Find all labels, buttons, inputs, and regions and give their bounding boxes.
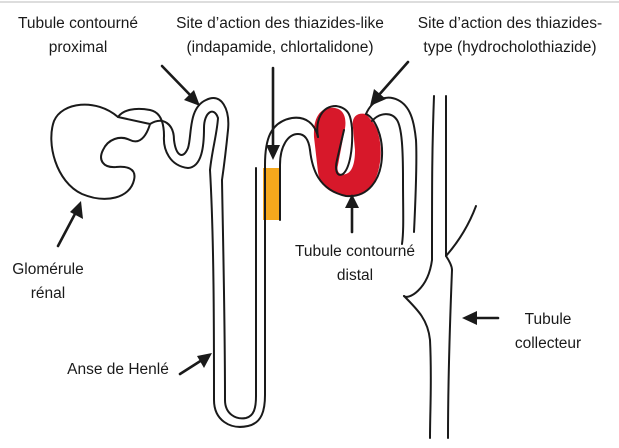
label-glomerulus-line1: Glomérule xyxy=(12,261,84,278)
arrow-thiazide-type xyxy=(370,62,408,106)
arrow-distal xyxy=(345,194,359,232)
proximal-tubule-inner xyxy=(118,109,218,170)
arrow-glomerulus xyxy=(58,201,83,246)
henle-loop-inner xyxy=(222,168,256,418)
label-distal-line2: distal xyxy=(337,267,373,284)
collecting-duct-right-upper xyxy=(446,96,476,256)
label-thiazide-type-line2: type (hydrocholothiazide) xyxy=(423,39,596,56)
label-distal-line1: Tubule contourné xyxy=(295,243,415,260)
arrow-thiazide-like xyxy=(266,68,280,160)
label-collecting-line1: Tubule xyxy=(525,311,572,328)
label-henle: Anse de Henlé xyxy=(67,361,169,378)
label-proximal-line2: proximal xyxy=(49,39,108,56)
collecting-duct-left-upper xyxy=(404,96,434,297)
label-glomerulus-line2: rénal xyxy=(31,285,65,302)
ascending-limb-inner xyxy=(280,134,310,220)
collecting-duct-left-lower xyxy=(404,296,431,438)
label-proximal-line1: Tubule contourné xyxy=(18,15,138,32)
collecting-duct-right-lower xyxy=(448,270,452,438)
label-thiazide-like-line1: Site d’action des thiazides-like xyxy=(176,15,384,32)
label-thiazide-like-line2: (indapamide, chlortalidone) xyxy=(187,39,374,56)
arrow-collecting xyxy=(462,311,498,325)
collecting-duct-junction xyxy=(446,256,452,270)
arrow-proximal xyxy=(162,66,200,106)
arrow-henle xyxy=(180,353,212,374)
label-collecting-line2: collecteur xyxy=(515,335,581,352)
glomerulus-outline xyxy=(51,105,150,199)
label-thiazide-type-line1: Site d’action des thiazides- xyxy=(418,15,602,32)
thiazide-type-site-highlight xyxy=(314,108,381,196)
